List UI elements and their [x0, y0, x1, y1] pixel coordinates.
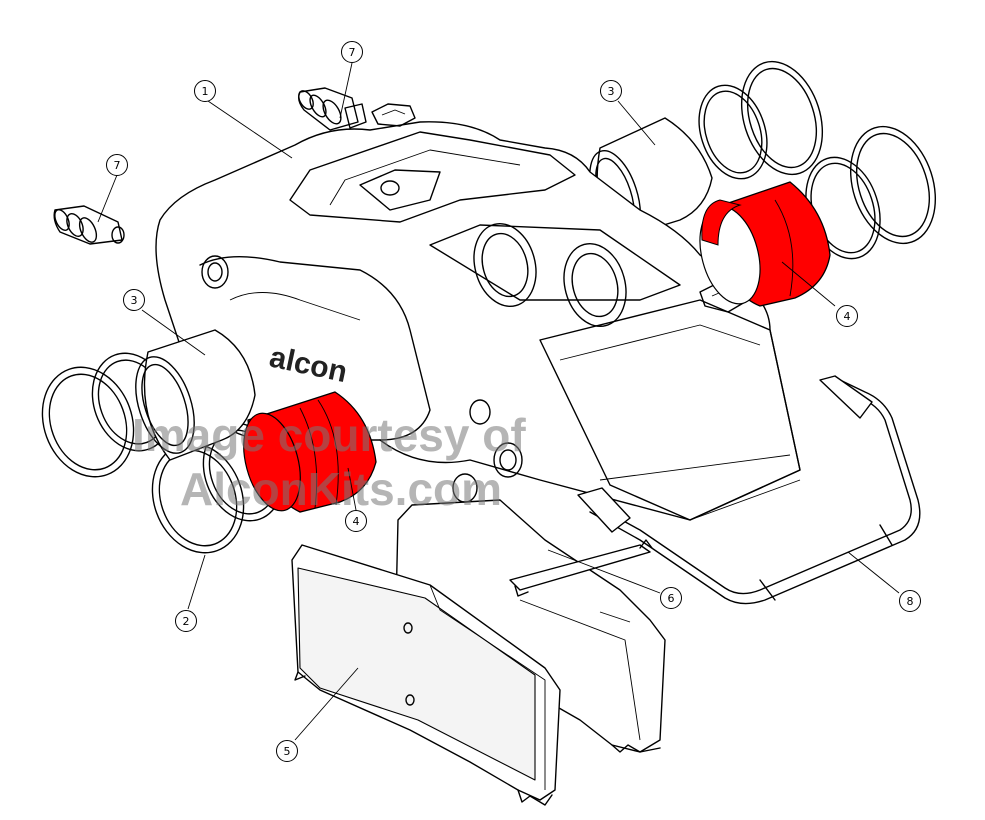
callout-6-label: 6 [668, 592, 675, 605]
piston-red-left [243, 391, 377, 513]
piston-small-left [135, 329, 256, 461]
callout-2: 2 [175, 610, 197, 632]
callout-7-left: 7 [106, 154, 128, 176]
callout-8: 8 [899, 590, 921, 612]
seal-ring-right-inner [698, 84, 768, 180]
callout-2-label: 2 [183, 615, 190, 628]
callout-5-label: 5 [284, 745, 291, 758]
seal-ring-left-outer [41, 366, 135, 478]
brake-pad-front [291, 544, 561, 806]
callout-1: 1 [194, 80, 216, 102]
pad-spring [509, 539, 653, 597]
seal-ring-right-outer [740, 60, 824, 176]
bleed-screw-left [53, 205, 125, 245]
callout-6: 6 [660, 587, 682, 609]
seal-ring-right-outer-2 [849, 125, 937, 245]
callout-4-right: 4 [836, 305, 858, 327]
callout-4-left-label: 4 [353, 515, 360, 528]
callout-3-left-label: 3 [131, 294, 138, 307]
callout-1-label: 1 [202, 85, 209, 98]
bleed-screw-top [297, 87, 367, 131]
callout-5: 5 [276, 740, 298, 762]
seal-ring-lower-outer [151, 442, 245, 554]
callout-3-left: 3 [123, 289, 145, 311]
callout-7-top-label: 7 [349, 46, 356, 59]
callout-8-label: 8 [907, 595, 914, 608]
callout-7-left-label: 7 [114, 159, 121, 172]
callout-4-left: 4 [345, 510, 367, 532]
callout-3-right-label: 3 [608, 85, 615, 98]
piston-red-right [699, 181, 831, 307]
leader-lines [97, 62, 900, 741]
callout-4-right-label: 4 [844, 310, 851, 323]
crossover-pipe [577, 375, 921, 605]
callout-7-top: 7 [341, 41, 363, 63]
callout-3-right: 3 [600, 80, 622, 102]
